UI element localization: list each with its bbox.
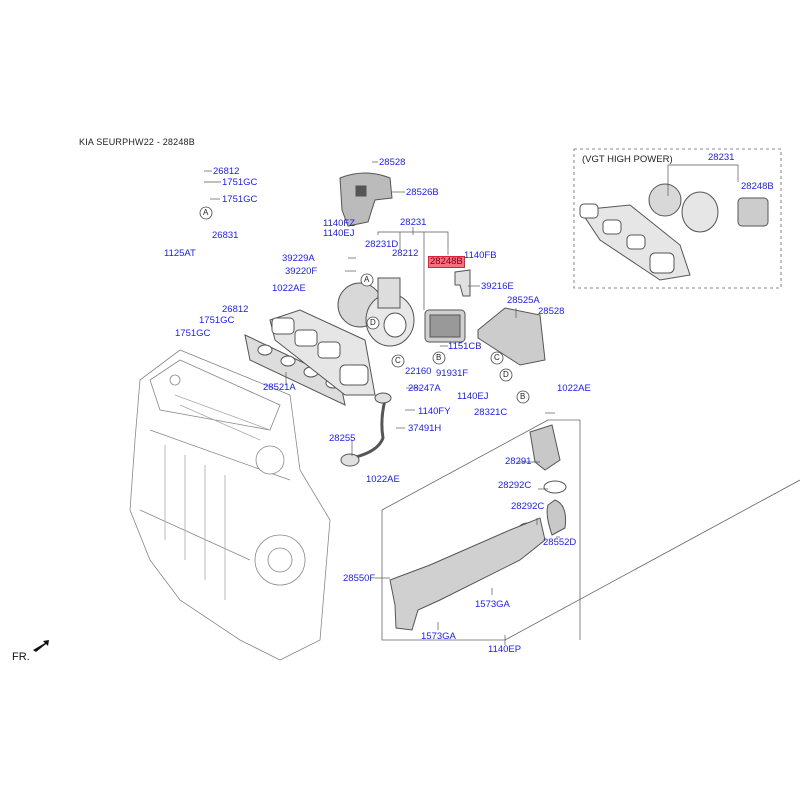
part-label-22160[interactable]: 22160: [405, 366, 432, 377]
part-label-1140fz[interactable]: 1140FZ: [323, 218, 356, 229]
heat-shield-side: [477, 307, 546, 366]
part-label-28528[interactable]: 28528: [379, 157, 406, 168]
part-label-28291[interactable]: 28291: [505, 456, 532, 467]
part-label-1151cb[interactable]: 1151CB: [448, 341, 482, 352]
inset-vgt-turbo: [579, 183, 769, 281]
part-label-28528[interactable]: 28528: [538, 306, 565, 317]
part-label-28231[interactable]: 28231: [400, 217, 427, 228]
part-label-91931f[interactable]: 91931F: [436, 368, 469, 379]
part-label-1022ae[interactable]: 1022AE: [557, 383, 591, 394]
part-label-39229a[interactable]: 39229A: [282, 253, 315, 264]
part-label-28526b[interactable]: 28526B: [406, 187, 439, 198]
inset-frame: [573, 148, 782, 289]
part-label-28521a[interactable]: 28521A: [263, 382, 296, 393]
part-label-1022ae[interactable]: 1022AE: [366, 474, 400, 485]
turbo-manifold: [269, 277, 415, 396]
diagram-title: KIA SEURPHW22 - 28248B: [79, 137, 195, 147]
leader-lines: [204, 161, 739, 645]
part-label-26831[interactable]: 26831: [212, 230, 239, 241]
part-label-inset-28231[interactable]: 28231: [708, 152, 735, 163]
part-label-1140ej[interactable]: 1140EJ: [457, 391, 489, 402]
part-label-1751gc[interactable]: 1751GC: [199, 315, 235, 326]
part-label-1573ga[interactable]: 1573GA: [475, 599, 510, 610]
heat-shield-top: [339, 172, 393, 227]
part-label-1140ej[interactable]: 1140EJ: [323, 228, 355, 239]
part-label-37491h[interactable]: 37491H: [408, 423, 442, 434]
part-label-1140fb[interactable]: 1140FB: [464, 250, 497, 261]
callout-a-2: A: [364, 275, 370, 284]
part-label-28247a[interactable]: 28247A: [408, 383, 441, 394]
part-label-39220f[interactable]: 39220F: [285, 266, 318, 277]
part-label-1751gc[interactable]: 1751GC: [175, 328, 211, 339]
callout-b-1: B: [436, 353, 442, 362]
part-label-28321c[interactable]: 28321C: [474, 407, 508, 418]
inset-title: (VGT HIGH POWER): [582, 154, 673, 165]
part-label-39216e[interactable]: 39216E: [481, 281, 514, 292]
part-label-28255[interactable]: 28255: [329, 433, 356, 444]
part-label-26812[interactable]: 26812: [222, 304, 249, 315]
part-label-1140fy[interactable]: 1140FY: [418, 406, 451, 417]
engine-block: [129, 349, 331, 661]
part-label-28292c[interactable]: 28292C: [511, 501, 545, 512]
callout-circles: [199, 206, 530, 404]
water-pipe-assembly: [389, 517, 546, 631]
part-label-28212[interactable]: 28212: [392, 248, 419, 259]
front-direction-label: FR.: [12, 651, 30, 663]
callout-a-1: A: [203, 208, 209, 217]
part-label-1573ga[interactable]: 1573GA: [421, 631, 456, 642]
vgt-actuator: [424, 309, 466, 343]
part-label-1022ae[interactable]: 1022AE: [272, 283, 306, 294]
pipe-frame-diagonal: [381, 419, 549, 511]
callout-c-2: C: [494, 353, 500, 362]
pipe-frame: [381, 479, 800, 641]
bracket: [454, 269, 471, 297]
oil-pipe-gasket: [340, 392, 392, 467]
part-label-28525a[interactable]: 28525A: [507, 295, 540, 306]
part-label-1751gc[interactable]: 1751GC: [222, 194, 258, 205]
part-label-28550f[interactable]: 28550F: [343, 573, 376, 584]
part-label-28552d[interactable]: 28552D: [543, 537, 577, 548]
part-label-28248b-highlighted[interactable]: 28248B: [428, 256, 465, 268]
part-label-28292c[interactable]: 28292C: [498, 480, 532, 491]
callout-b-2: B: [520, 392, 526, 401]
oil-return-pipe: [351, 399, 387, 460]
part-label-1751gc[interactable]: 1751GC: [222, 177, 258, 188]
part-label-1140ep[interactable]: 1140EP: [488, 644, 522, 655]
part-label-1125at[interactable]: 1125AT: [164, 248, 196, 259]
callout-d-1: D: [370, 318, 376, 327]
callout-d-2: D: [503, 370, 509, 379]
part-label-28231d[interactable]: 28231D: [365, 239, 399, 250]
callout-c-1: C: [395, 356, 401, 365]
part-label-26812[interactable]: 26812: [213, 166, 240, 177]
part-label-inset-28248b[interactable]: 28248B: [741, 181, 774, 192]
front-arrow-icon: [33, 640, 49, 652]
